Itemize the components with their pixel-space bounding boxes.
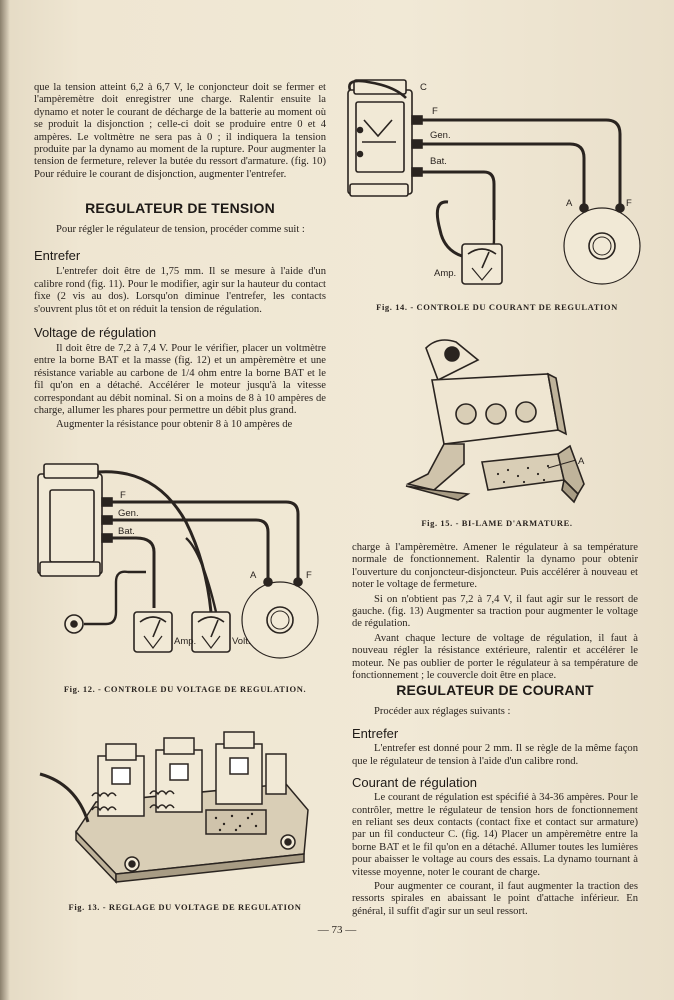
voltage-paragraph-2: Augmenter la résistance pour obtenir 8 à… <box>56 419 293 431</box>
section-intro: Pour régler le régulateur de tension, pr… <box>56 224 305 235</box>
right-paragraph-2: Si on n'obtient pas 7,2 à 7,4 V, il faut… <box>352 593 638 630</box>
voltage-paragraph: Il doit être de 7,2 à 7,4 V. Pour le vér… <box>34 343 326 417</box>
fig14-label-f2: F <box>626 198 632 209</box>
fig13-caption: Fig. 13. - REGLAGE DU VOLTAGE DE REGULAT… <box>68 902 302 912</box>
fig14-diagram: C F Gen. Bat. A F Amp. <box>347 79 641 285</box>
fig12-label-f2: F <box>306 570 312 581</box>
fig14-label-c: C <box>420 82 427 93</box>
fig12-label-amp: Amp. <box>174 636 196 647</box>
subheading-voltage: Voltage de régulation <box>34 325 157 341</box>
page-number: — 73 — <box>317 924 357 936</box>
fig14-label-gen: Gen. <box>430 130 451 141</box>
subheading-courant: Courant de régulation <box>352 775 478 791</box>
current-section-intro: Procéder aux réglages suivants : <box>374 706 511 717</box>
subheading-entrefer: Entrefer <box>34 248 81 264</box>
fig15-caption: Fig. 15. - BI-LAME D'ARMATURE. <box>421 518 573 528</box>
fig14-label-a: A <box>566 198 573 209</box>
right-column-text: charge à l'ampèremètre. Amener le régula… <box>352 542 638 682</box>
section-heading-current-regulator: REGULATEUR DE COURANT <box>396 682 594 698</box>
fig12-label-gen: Gen. <box>118 508 139 519</box>
continued-paragraph: que la tension atteint 6,2 à 6,7 V, le c… <box>34 82 326 180</box>
fig12-label-a: A <box>250 570 257 581</box>
fig13-drawing <box>39 731 309 884</box>
fig12-label-volt: Volt. <box>232 636 251 647</box>
fig14-label-amp: Amp. <box>434 268 456 279</box>
left-column-top: que la tension atteint 6,2 à 6,7 V, le c… <box>34 82 326 181</box>
fig15-label-a: A <box>578 456 585 467</box>
fig12-caption: Fig. 12. - CONTROLE DU VOLTAGE DE REGULA… <box>63 684 307 694</box>
fig12-label-f: F <box>120 490 126 501</box>
binding-shadow <box>0 0 10 1000</box>
entrefer-current-paragraph: L'entrefer est donné pour 2 mm. Il se rè… <box>352 743 638 767</box>
right-paragraph-1: charge à l'ampèremètre. Amener le régula… <box>352 542 638 591</box>
courant-paragraph: Le courant de régulation est spécifié à … <box>352 792 638 878</box>
entrefer-paragraph: L'entrefer doit être de 1,75 mm. Il se m… <box>34 266 326 315</box>
current-regulator-section: REGULATEUR DE COURANT Procéder aux régla… <box>352 682 638 918</box>
fig14-label-bat: Bat. <box>430 156 447 167</box>
right-paragraph-3: Avant chaque lecture de voltage de régul… <box>352 632 638 682</box>
fig12-label-bat: Bat. <box>118 526 135 537</box>
courant-paragraph-2: Pour augmenter ce courant, il faut augme… <box>352 881 638 917</box>
fig14-caption: Fig. 14. - CONTROLE DU COURANT DE REGULA… <box>376 302 618 312</box>
subheading-entrefer-current: Entrefer <box>352 726 399 742</box>
section-heading-voltage-regulator: REGULATEUR DE TENSION <box>85 200 275 216</box>
voltage-regulator-section: REGULATEUR DE TENSION Pour régler le rég… <box>34 200 326 432</box>
fig12-diagram: F Gen. Bat. A F Amp. Volt. <box>37 463 319 659</box>
fig14-label-f: F <box>432 106 438 117</box>
fig15-drawing: A <box>405 339 585 504</box>
